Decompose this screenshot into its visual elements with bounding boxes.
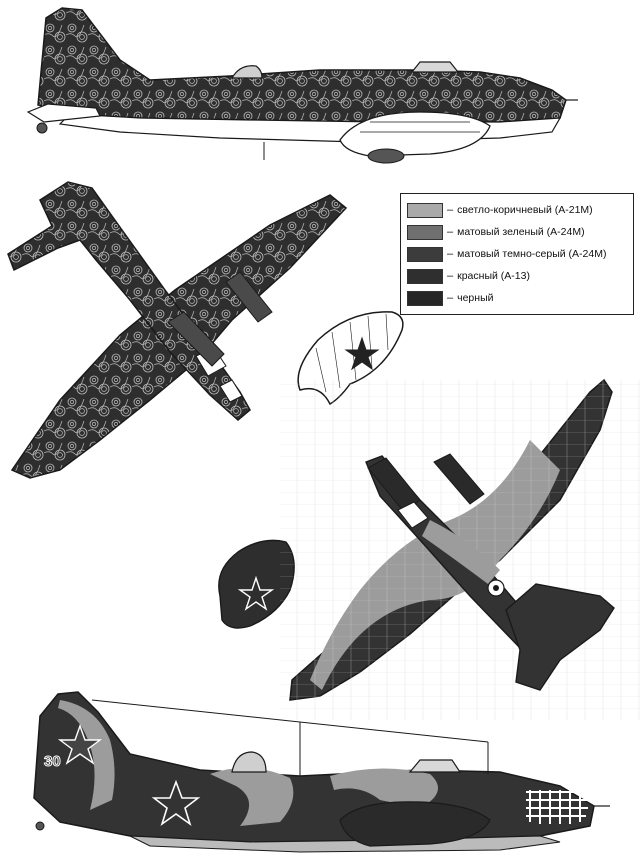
- top-profile-wheel: [367, 148, 405, 164]
- top-profile-turret: [230, 65, 263, 79]
- tail-number: 30: [44, 753, 61, 770]
- legend-item: – матовый зеленый (А-24М): [407, 222, 627, 242]
- legend-swatch: [407, 224, 443, 240]
- plan-view-engine-right: [225, 271, 273, 323]
- plan-view-lower-engine-right: [433, 453, 485, 505]
- fin-star-icon: [57, 723, 103, 765]
- legend-label: светло-коричневый (А-21М): [457, 204, 593, 216]
- plan-view-upper: [7, 181, 348, 479]
- legend-item: – светло-коричневый (А-21М): [407, 200, 627, 220]
- top-profile-tailwheel: [36, 122, 48, 134]
- legend-swatch: [407, 268, 443, 284]
- white-star-icon: [237, 575, 275, 611]
- plan-view-lower-engine-left: [367, 457, 421, 513]
- fuselage-star-icon: [151, 779, 201, 827]
- fin-detail: [218, 539, 295, 629]
- plan-view-lower-tailplane: [505, 583, 615, 691]
- legend-label: матовый зеленый (А-24М): [457, 226, 585, 238]
- plan-view-engine-left: [167, 311, 225, 367]
- legend-item: – матовый темно-серый (А-24М): [407, 244, 627, 264]
- legend-swatch: [407, 290, 443, 306]
- bottom-side-profile: 30: [33, 691, 610, 853]
- legend-label: матовый темно-серый (А-24М): [457, 248, 607, 260]
- bottom-profile-engine-nacelle: [339, 801, 491, 847]
- bottom-profile-turret: [231, 751, 267, 773]
- top-profile-fuselage: [37, 7, 567, 123]
- top-side-profile: [26, 7, 578, 164]
- bottom-profile-canopy: [408, 759, 462, 773]
- legend-label: черный: [457, 292, 494, 304]
- legend-swatch: [407, 246, 443, 262]
- nose-glazing: [526, 790, 588, 824]
- top-profile-canopy: [410, 61, 460, 73]
- legend-item: – красный (А-13): [407, 266, 627, 286]
- red-star-icon: [344, 336, 380, 371]
- legend-item: – черный: [407, 288, 627, 308]
- plan-view-fuselage: [7, 181, 251, 421]
- plan-view-lower: [280, 378, 640, 720]
- legend-label: красный (А-13): [457, 270, 530, 282]
- top-profile-engine-nacelle: [339, 111, 491, 157]
- top-profile-tailplane: [26, 103, 101, 123]
- legend-swatch: [407, 202, 443, 218]
- color-legend: – светло-коричневый (А-21М) – матовый зе…: [400, 193, 634, 315]
